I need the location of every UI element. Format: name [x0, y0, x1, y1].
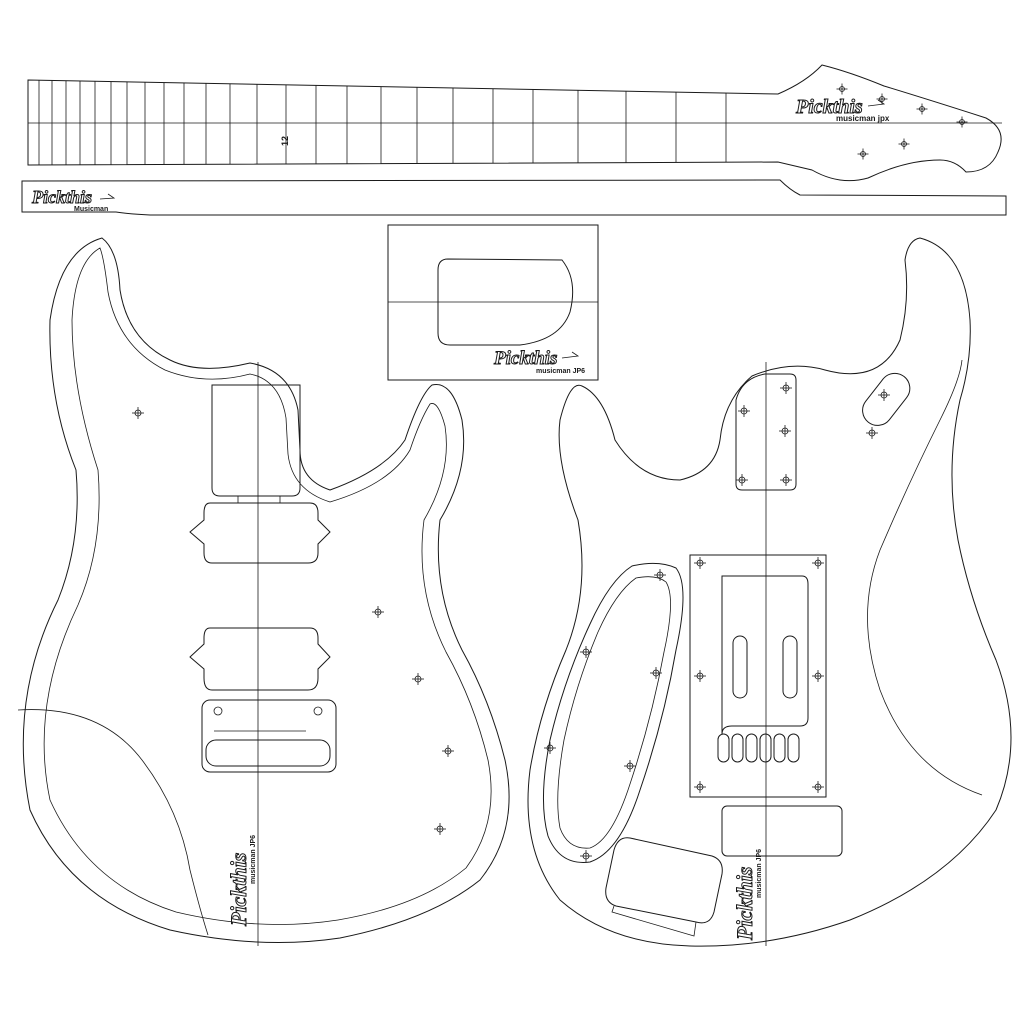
spring-slot-left	[732, 635, 748, 699]
string-ferrule-slot	[773, 733, 786, 763]
back-body-outline	[527, 237, 1012, 947]
strip-brand-logo: Pickthis	[31, 187, 92, 207]
bridge-string-slot	[205, 739, 331, 767]
screw-hole	[866, 427, 878, 439]
string-ferrule-slot	[759, 733, 772, 763]
front-body-outline	[22, 237, 510, 943]
screw-hole	[544, 742, 556, 754]
screw-hole	[694, 557, 706, 569]
strip-logo-swoosh	[99, 193, 116, 200]
string-ferrule-slot	[731, 733, 744, 763]
screw-hole	[412, 673, 424, 685]
screw-hole	[132, 407, 144, 419]
screw-hole	[624, 760, 636, 772]
screw-hole	[442, 745, 454, 757]
strip-brand-subtitle: Musicman	[74, 206, 108, 213]
screw-hole	[654, 569, 666, 581]
screw-hole	[812, 670, 824, 682]
front-lower-bout-line	[17, 709, 209, 936]
neck-logo-swoosh	[867, 99, 886, 107]
tremolo-cavity-frame	[689, 554, 827, 798]
front-strap-holes	[132, 407, 454, 835]
front-body-template: Pickthis musicman JP6	[17, 237, 510, 946]
string-ferrules	[717, 733, 800, 763]
screw-hole	[780, 474, 792, 486]
back-body-template: Pickthis musicman JP6	[527, 237, 1012, 947]
screw-hole	[736, 474, 748, 486]
spring-slot-right	[782, 635, 798, 699]
neck-pickup-route	[189, 502, 331, 564]
screw-hole	[694, 781, 706, 793]
front-brand-subtitle: musicman JP6	[250, 835, 257, 884]
bridge-pickup-route	[189, 627, 331, 691]
string-ferrule-slot	[745, 733, 758, 763]
pickguard-template: Pickthis musicman JP6	[387, 224, 599, 381]
bridge-plate	[201, 699, 337, 773]
control-cavity-inner	[557, 576, 671, 849]
jack-plate	[721, 805, 843, 857]
screw-hole	[812, 781, 824, 793]
screw-hole	[812, 557, 824, 569]
front-brand-group: Pickthis musicman JP6	[226, 835, 258, 928]
string-ferrule-slot	[787, 733, 800, 763]
screw-hole	[738, 405, 750, 417]
neck-pocket-tab	[237, 496, 281, 504]
string-ferrule-slot	[717, 733, 730, 763]
control-cavity-outer	[543, 562, 684, 863]
screw-hole	[434, 823, 446, 835]
tuner-hole	[956, 116, 968, 128]
truss-rod-cavity	[735, 373, 797, 491]
screw-hole	[372, 606, 384, 618]
tuner-hole	[916, 103, 928, 115]
pickguard-brand-subtitle: musicman JP6	[536, 368, 585, 375]
back-brand-group: Pickthis musicman JP6	[732, 849, 764, 942]
bridge-post-left	[213, 706, 223, 716]
neck-outline	[27, 64, 1002, 182]
tremolo-spring-plate	[721, 575, 809, 735]
front-brand-logo: Pickthis	[226, 853, 251, 927]
fret-12-marker: 12	[280, 136, 290, 146]
screw-hole	[694, 670, 706, 682]
neck-pocket	[211, 384, 301, 497]
neck-strip-template: Pickthis Musicman	[21, 179, 1007, 216]
pickguard-shape	[437, 258, 574, 346]
front-binding-inner	[43, 247, 492, 925]
screw-hole	[878, 389, 890, 401]
output-jack-cavity	[605, 837, 723, 924]
screw-hole	[779, 425, 791, 437]
screw-hole	[780, 382, 792, 394]
back-brand-logo: Pickthis	[732, 867, 757, 941]
neck-strip-outline	[21, 179, 1007, 216]
neck-brand-subtitle: musicman jpx	[836, 114, 890, 123]
pickguard-logo-swoosh	[561, 351, 580, 359]
pickguard-frame	[387, 224, 599, 381]
battery-cover	[862, 372, 911, 426]
neck-template: 12 Pickthis musicman jpx	[27, 64, 1002, 182]
back-brand-subtitle: musicman JP6	[756, 849, 763, 898]
tuner-hole	[836, 83, 848, 95]
pickguard-brand-logo: Pickthis	[493, 348, 557, 369]
screw-hole	[580, 646, 592, 658]
tuner-hole	[898, 138, 910, 150]
jack-channel	[611, 905, 697, 937]
neck-brand-logo: Pickthis	[795, 96, 863, 118]
back-contour-line	[867, 359, 983, 796]
screw-hole	[650, 667, 662, 679]
bridge-post-right	[313, 706, 323, 716]
screw-hole	[580, 850, 592, 862]
fret-lines	[38, 80, 727, 165]
back-screw-holes	[544, 382, 890, 862]
tuner-hole	[857, 148, 869, 160]
